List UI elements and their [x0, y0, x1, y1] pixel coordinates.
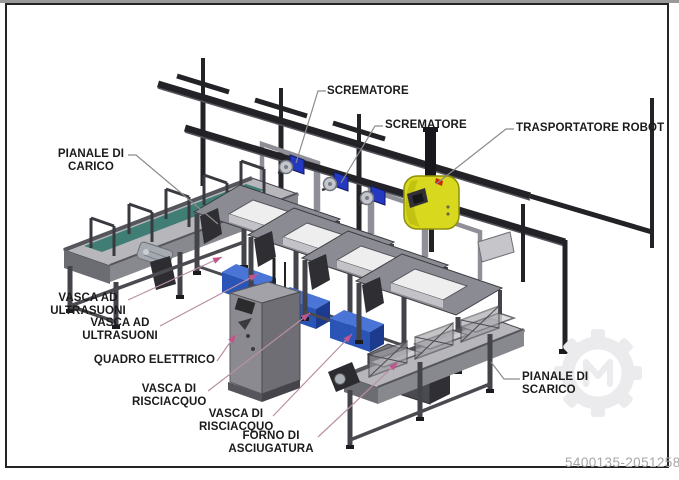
leader-vasca-ultrasuoni-1	[127, 256, 223, 301]
gear-watermark-icon	[554, 329, 642, 417]
leader-scrematore-1	[295, 90, 326, 164]
rinse-tank-2	[354, 253, 504, 374]
leader-vasca-risciacquo-1	[207, 312, 311, 392]
label-pianale-scarico: PIANALE DI SCARICO	[522, 371, 589, 396]
label-pianale-carico: PIANALE DI CARICO	[57, 148, 125, 173]
rail-side-panel	[477, 231, 515, 263]
discharge-roller	[328, 362, 360, 392]
leader-scrematore-2	[340, 125, 383, 184]
leader-forno	[317, 361, 399, 438]
leader-trasportatore-robot	[435, 128, 514, 185]
top-edge-strip	[0, 0, 679, 3]
wire-baskets	[366, 304, 517, 379]
leader-vasca-ultrasuoni-2	[159, 273, 259, 327]
skimmer-1	[277, 154, 305, 175]
robot-transporter	[403, 127, 460, 252]
skimmer-2	[321, 171, 349, 192]
label-trasportatore-robot: TRASPORTATORE ROBOT	[516, 122, 665, 134]
skimmer-3	[358, 185, 386, 206]
label-scrematore-2: SCREMATORE	[385, 119, 467, 131]
overhead-rail	[156, 80, 654, 354]
label-forno-asciugatura: FORNO DI ASCIUGATURA	[228, 430, 314, 455]
leader-vasca-risciacquo-2	[272, 333, 353, 417]
leader-pianale-carico	[128, 154, 219, 225]
label-scrematore-1: SCREMATORE	[327, 85, 409, 97]
label-vasca-ultrasuoni-1: VASCA AD ULTRASUONI	[50, 292, 126, 317]
skimmer-units	[277, 154, 386, 206]
leader-lines	[127, 90, 520, 438]
leader-pianale-scarico	[490, 361, 520, 380]
listing-id-watermark: 5400135-20512580	[565, 455, 679, 470]
label-vasca-risciacquo-2: VASCA DI RISCIACQUO	[199, 408, 274, 433]
label-quadro-elettrico: QUADRO ELETTRICO	[93, 354, 215, 366]
label-vasca-risciacquo-1: VASCA DI RISCIACQUO	[132, 383, 207, 408]
label-vasca-ultrasuoni-2: VASCA AD ULTRASUONI	[82, 317, 158, 342]
